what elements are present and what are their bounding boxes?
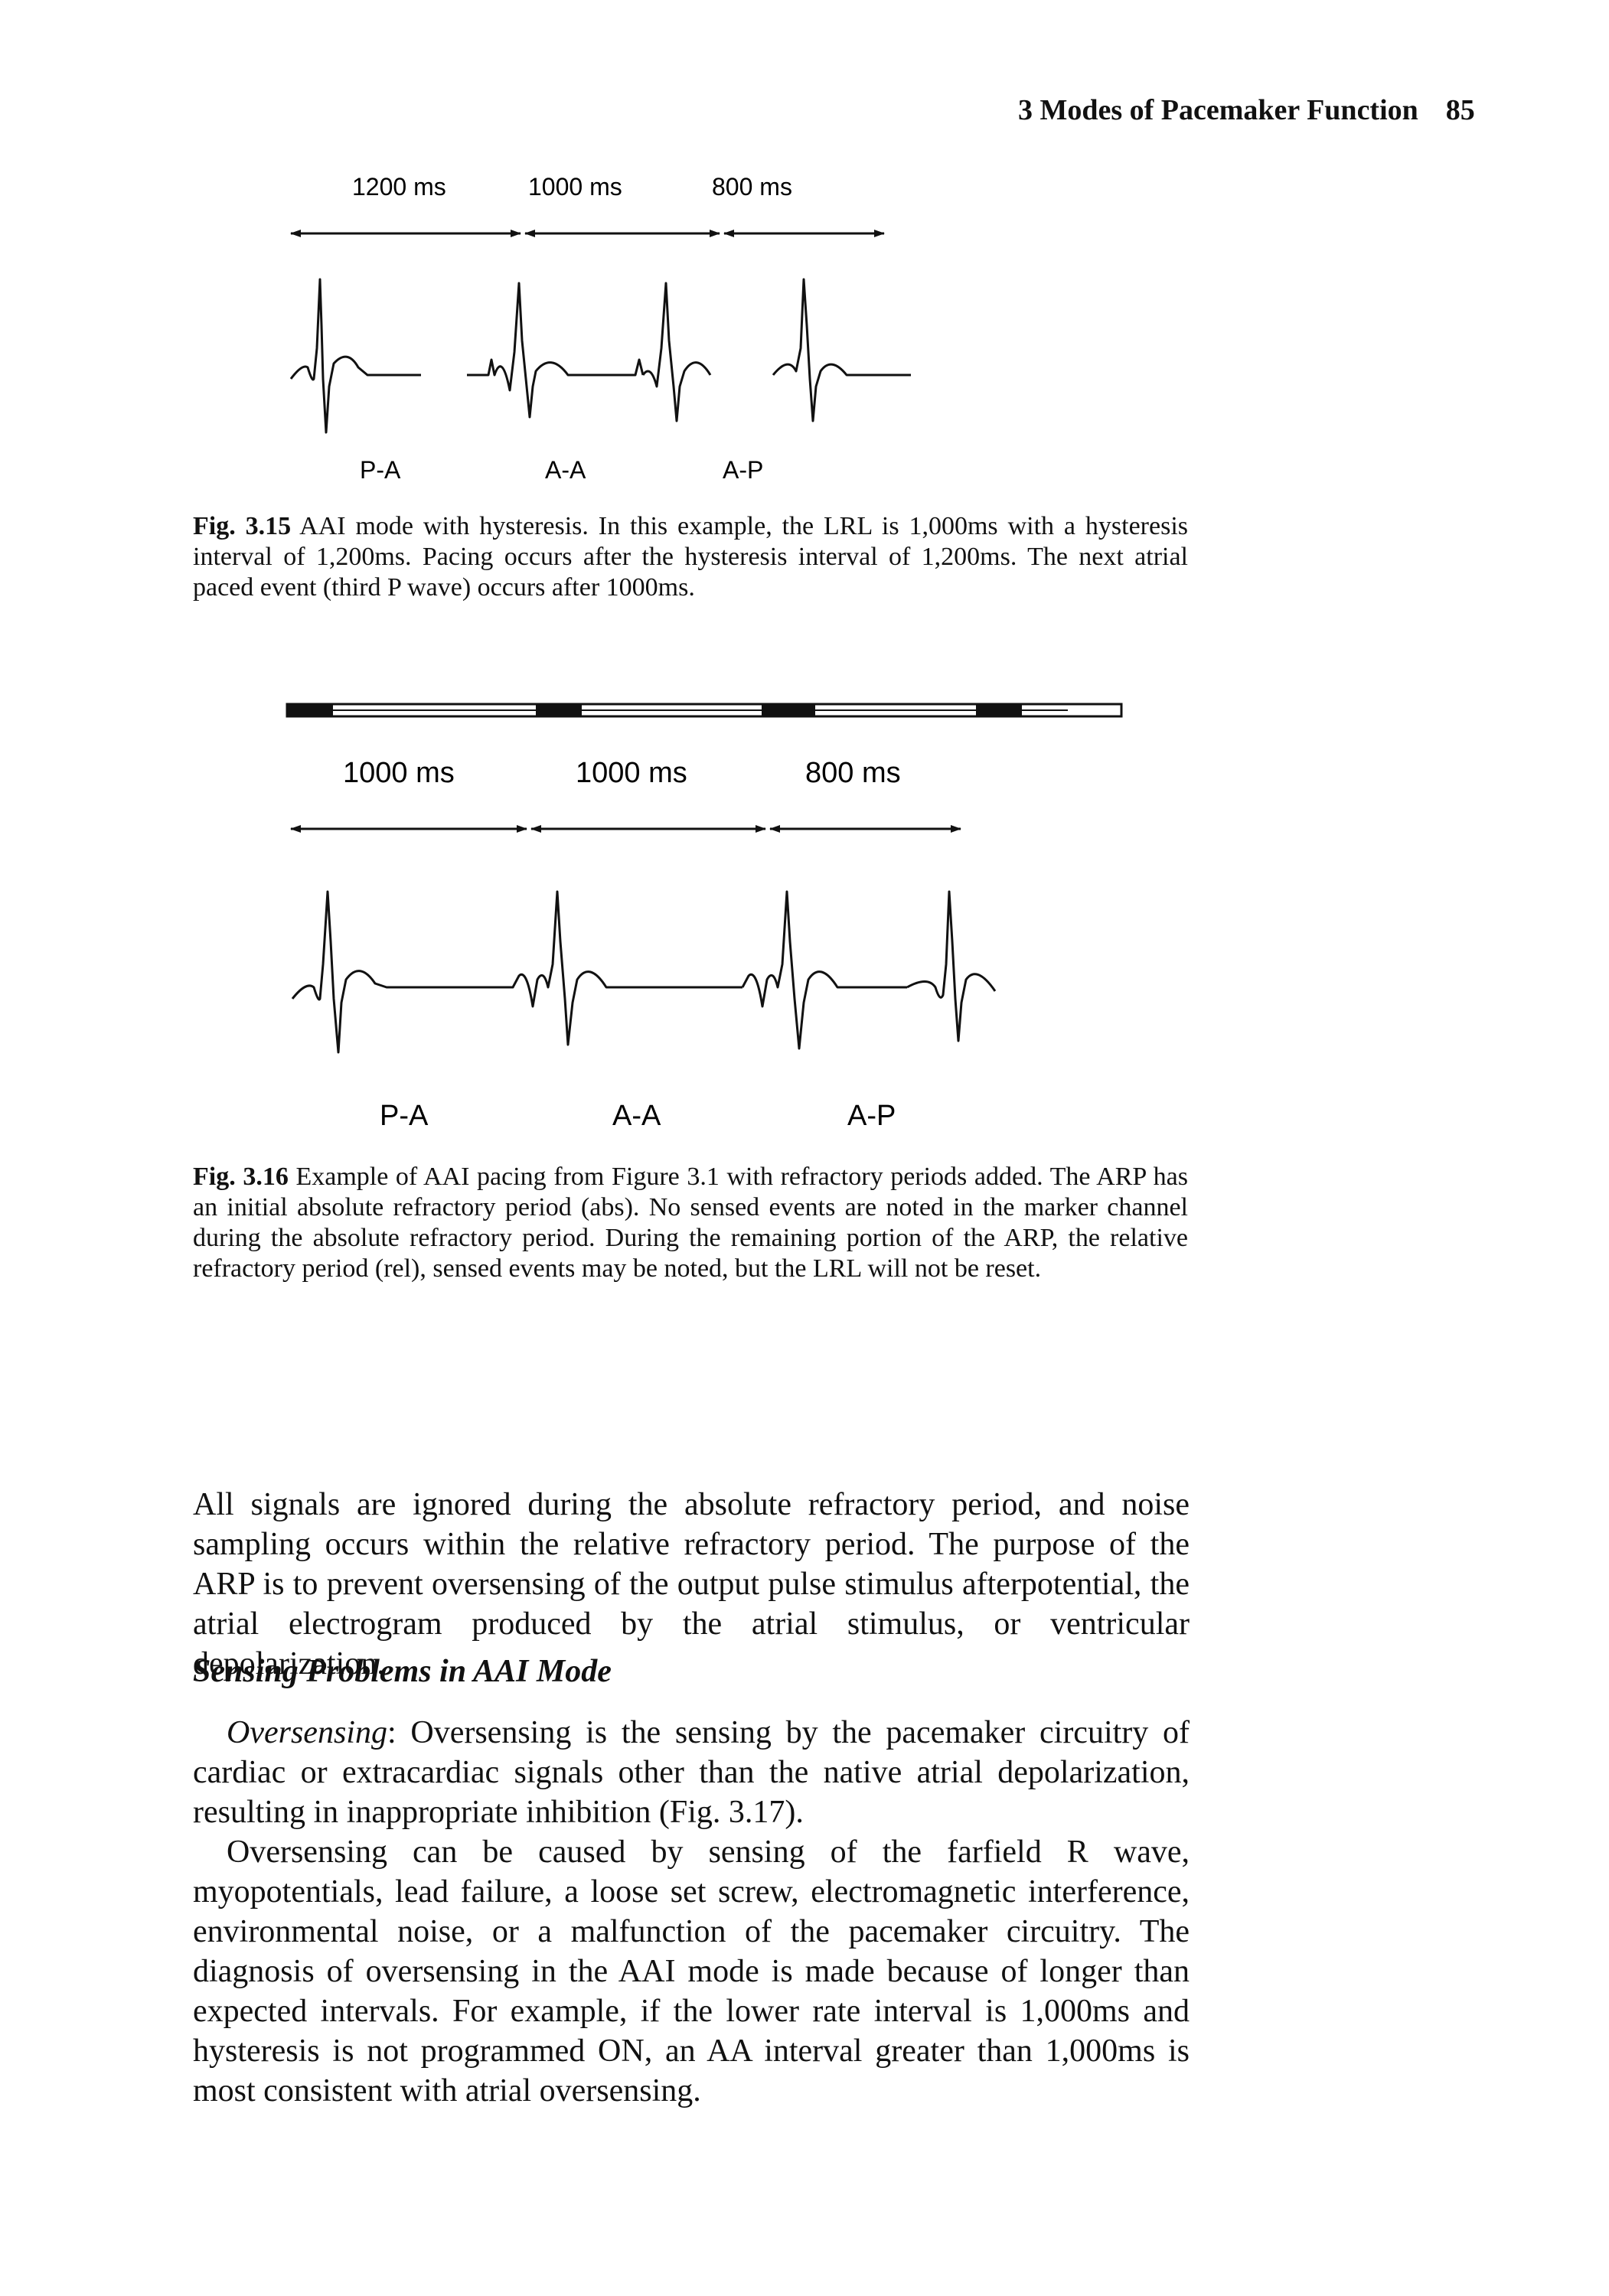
interval-label-1: 1200 ms xyxy=(352,173,446,201)
figure-3-15-graphic: 1200 ms 1000 ms 800 ms P-A A-A A-P xyxy=(289,173,911,484)
running-header: 3 Modes of Pacemaker Function 85 xyxy=(1018,93,1475,127)
marker-channel xyxy=(286,703,1123,718)
absolute-refractory-bar xyxy=(762,704,815,716)
event-label-3: A-P xyxy=(847,1100,896,1132)
event-label-1: P-A xyxy=(380,1100,429,1132)
event-label-1: P-A xyxy=(360,456,401,484)
figure-3-15-caption: Fig. 3.15 AAI mode with hysteresis. In t… xyxy=(193,511,1188,603)
interval-label-3: 800 ms xyxy=(712,173,792,201)
event-label-3: A-P xyxy=(723,456,763,484)
caption-label: Fig. 3.16 xyxy=(193,1163,289,1191)
paragraph-lead-term: Oversensing xyxy=(227,1715,387,1750)
section-heading: Sensing Problems in AAI Mode xyxy=(193,1654,612,1689)
figure-3-16-caption: Fig. 3.16 Example of AAI pacing from Fig… xyxy=(193,1162,1188,1284)
interval-label-2: 1000 ms xyxy=(576,757,687,789)
caption-text: AAI mode with hysteresis. In this exampl… xyxy=(193,512,1188,602)
interval-label-3: 800 ms xyxy=(805,757,901,789)
body-paragraph-2: Oversensing: Oversensing is the sensing … xyxy=(193,1713,1190,1832)
absolute-refractory-bar xyxy=(536,704,582,716)
caption-label: Fig. 3.15 xyxy=(193,512,292,540)
event-label-2: A-A xyxy=(545,456,586,484)
figure-3-16-graphic: 1000 ms 1000 ms 800 ms P-A A-A A-P xyxy=(286,703,1123,1132)
chapter-title: 3 Modes of Pacemaker Function xyxy=(1018,94,1418,126)
paragraph-text: Oversensing can be caused by sensing of … xyxy=(193,1835,1190,2108)
event-label-2: A-A xyxy=(612,1100,661,1132)
paragraph-text: : Oversensing is the sensing by the pace… xyxy=(193,1715,1190,1830)
absolute-refractory-bar xyxy=(287,704,333,716)
ecg-trace xyxy=(289,278,911,434)
ecg-trace xyxy=(291,890,997,1054)
figure-3-15: 1200 ms 1000 ms 800 ms P-A A-A A-P xyxy=(268,157,1148,494)
body-paragraph-1: All signals are ignored during the absol… xyxy=(193,1485,1190,1684)
absolute-refractory-bar xyxy=(976,704,1022,716)
figure-3-16: 1000 ms 1000 ms 800 ms P-A A-A A-P xyxy=(268,696,1148,1140)
paragraph-text: All signals are ignored during the absol… xyxy=(193,1487,1190,1681)
interval-label-2: 1000 ms xyxy=(528,173,622,201)
caption-text: Example of AAI pacing from Figure 3.1 wi… xyxy=(193,1163,1189,1283)
body-paragraph-3: Oversensing can be caused by sensing of … xyxy=(193,1832,1190,2111)
page-number: 85 xyxy=(1445,94,1475,126)
interval-label-1: 1000 ms xyxy=(343,757,455,789)
